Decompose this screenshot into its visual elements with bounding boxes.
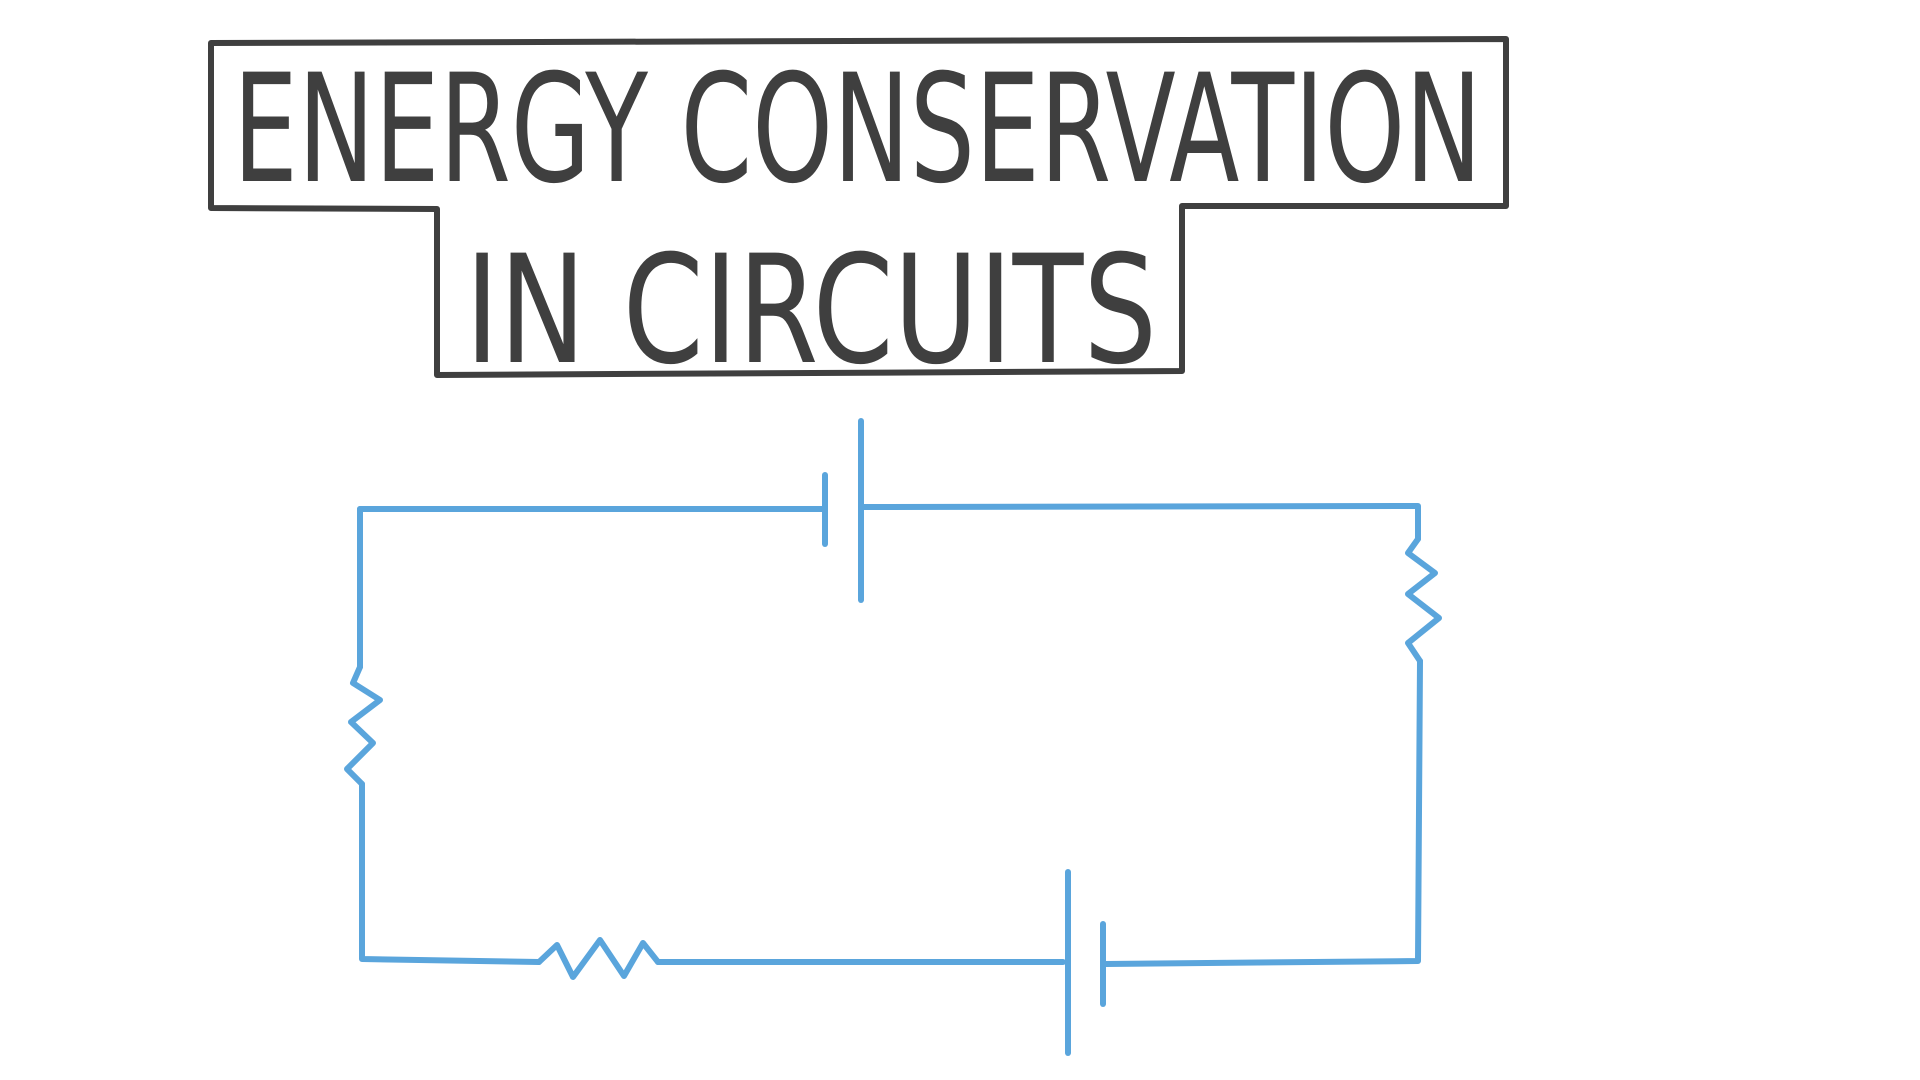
wire-bottom-left <box>359 781 542 965</box>
title-banner: ENERGY CONSERVATION IN CIRCUITS <box>208 36 1509 398</box>
title-line-1: ENERGY CONSERVATION <box>233 43 1482 217</box>
circuit-diagram <box>344 418 1442 1056</box>
title-line-2: IN CIRCUITS <box>465 224 1157 398</box>
resistor-bottom <box>536 937 661 980</box>
resistor-right <box>1405 536 1442 664</box>
title-box-outline <box>208 36 1509 378</box>
wire-right <box>1103 658 1423 967</box>
resistor-left <box>344 664 383 787</box>
wire-top-right <box>858 503 1421 542</box>
